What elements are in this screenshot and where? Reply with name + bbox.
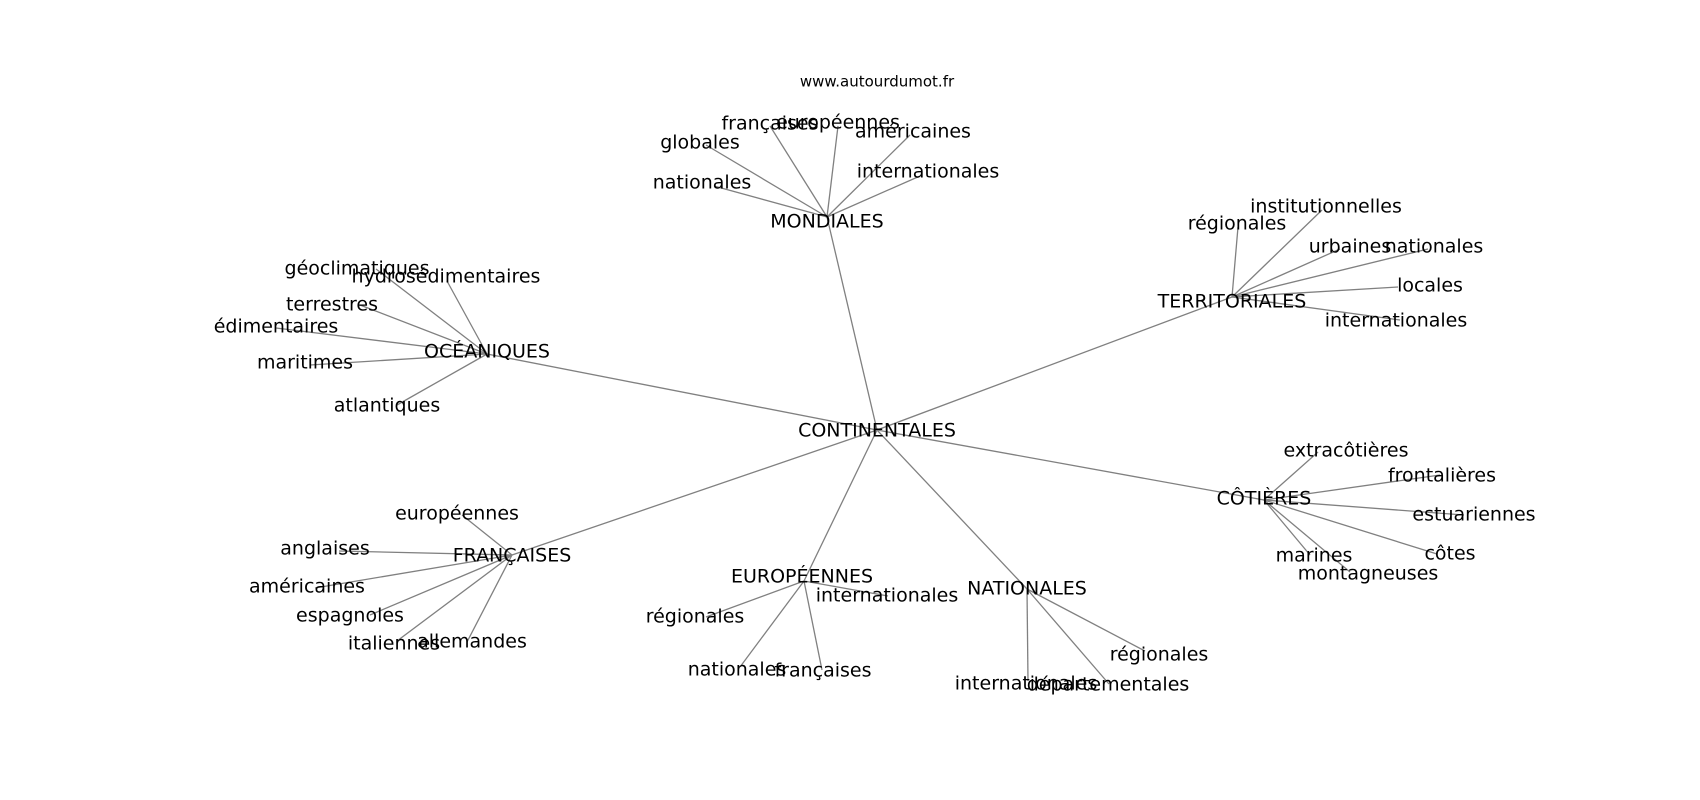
word-node-label: régionales [1110, 644, 1209, 666]
word-node-label: nationales [653, 172, 752, 194]
word-node-label: estuariennes [1412, 504, 1535, 526]
edge-center-to-hub [876, 296, 1233, 431]
source-watermark: www.autourdumot.fr [800, 73, 955, 91]
word-node-label: françaises [721, 113, 818, 135]
edge-center-to-hub [511, 429, 878, 556]
edge-hub-to-word [1231, 248, 1429, 298]
edge-hub-to-word [1231, 248, 1341, 298]
word-node-label: départementales [1027, 674, 1190, 696]
edge-hub-to-word [705, 580, 805, 618]
edge-hub-to-word [1263, 499, 1351, 573]
word-node-label: régionales [646, 606, 745, 628]
word-node-label: maritimes [257, 352, 353, 374]
word-node-label: italiennes [348, 633, 440, 655]
hub-node-label: TERRITORIALES [1157, 291, 1307, 313]
edge-hub-to-word [396, 353, 488, 406]
word-node-label: montagneuses [1298, 563, 1439, 585]
word-node-label: internationales [1325, 310, 1468, 332]
edge-hub-to-word [803, 580, 823, 671]
word-node-label: internationales [816, 585, 959, 607]
hub-node-label: NATIONALES [967, 578, 1087, 600]
edge-hub-to-word [1263, 451, 1319, 501]
edge-center-to-hub [486, 353, 878, 431]
edge-hub-to-word [446, 280, 488, 355]
edge-hub-to-word [826, 134, 911, 218]
word-node-label: édimentaires [214, 316, 339, 338]
edge-hub-to-word [769, 125, 828, 218]
word-node-label: institutionnelles [1250, 196, 1402, 218]
word-node-label: extracôtières [1284, 440, 1409, 462]
edge-hub-to-word [1231, 209, 1323, 298]
word-node-label: locales [1397, 275, 1463, 297]
word-node-label: atlantiques [334, 395, 440, 417]
word-node-label: géoclimatiques [285, 258, 430, 280]
edge-center-to-hub [826, 216, 878, 431]
word-node-label: françaises [774, 660, 871, 682]
edge-hub-to-word [803, 580, 889, 597]
edge-hub-to-word [1263, 499, 1311, 556]
word-node-label: européennes [395, 503, 519, 525]
word-node-label: frontalières [1388, 465, 1496, 487]
word-node-label: américaines [855, 121, 971, 143]
edge-center-to-hub [876, 429, 1028, 590]
edge-center-to-hub [803, 429, 878, 582]
edge-hub-to-word [1263, 474, 1441, 501]
edge-hub-to-word [826, 175, 921, 218]
hub-node-label: CÔTIÈRES [1217, 486, 1312, 510]
edge-hub-to-word [359, 304, 488, 355]
word-node-label: marines [1276, 545, 1353, 567]
hub-node-label: OCÉANIQUES [424, 340, 550, 363]
hub-node-label: MONDIALES [770, 211, 883, 233]
word-node-label: européennes [776, 112, 900, 134]
edge-hub-to-word [1026, 588, 1029, 682]
edge-hub-to-word [826, 125, 839, 218]
word-node-label: terrestres [286, 294, 378, 316]
word-node-label: régionales [1188, 213, 1287, 235]
word-node-label: globales [660, 132, 740, 154]
graph-labels: CONTINENTALESMONDIALESfrançaiseseuropéen… [214, 112, 1536, 696]
word-node-label: américaines [249, 576, 365, 598]
word-node-label: espagnoles [296, 605, 404, 627]
edge-hub-to-word [375, 268, 488, 355]
edge-hub-to-word [1263, 499, 1438, 555]
edge-hub-to-word [713, 185, 828, 218]
edge-hub-to-word [309, 353, 488, 366]
edge-hub-to-word [338, 550, 513, 556]
edge-hub-to-word [369, 554, 513, 616]
hub-node-label: FRANÇAISES [453, 545, 572, 567]
edge-hub-to-word [1026, 588, 1110, 685]
word-node-label: internationales [955, 673, 1098, 695]
edge-center-to-hub [876, 429, 1265, 501]
edge-hub-to-word [461, 514, 513, 556]
edge-hub-to-word [1231, 296, 1401, 321]
graph-edges [275, 125, 1465, 685]
word-node-label: hydrosédimentaires [352, 266, 541, 288]
word-node-label: nationales [688, 659, 787, 681]
edge-hub-to-word [1026, 588, 1146, 652]
edge-hub-to-word [705, 144, 828, 218]
edge-hub-to-word [739, 580, 805, 668]
hub-node-label: EUROPÉENNES [731, 565, 873, 588]
edge-hub-to-word [1231, 226, 1239, 298]
word-node-label: anglaises [280, 538, 369, 560]
word-node-label: internationales [857, 161, 1000, 183]
edge-hub-to-word [314, 554, 513, 589]
center-node-label: CONTINENTALES [798, 420, 956, 442]
word-node-label: nationales [1385, 236, 1484, 258]
word-node-label: côtes [1424, 543, 1475, 565]
edge-hub-to-word [396, 554, 513, 642]
edge-hub-to-word [1231, 286, 1399, 298]
word-node-label: allemandes [417, 631, 527, 653]
word-node-label: urbaines [1309, 236, 1391, 258]
edge-hub-to-word [466, 554, 513, 643]
edge-hub-to-word [275, 327, 488, 355]
edge-hub-to-word [1263, 499, 1465, 516]
